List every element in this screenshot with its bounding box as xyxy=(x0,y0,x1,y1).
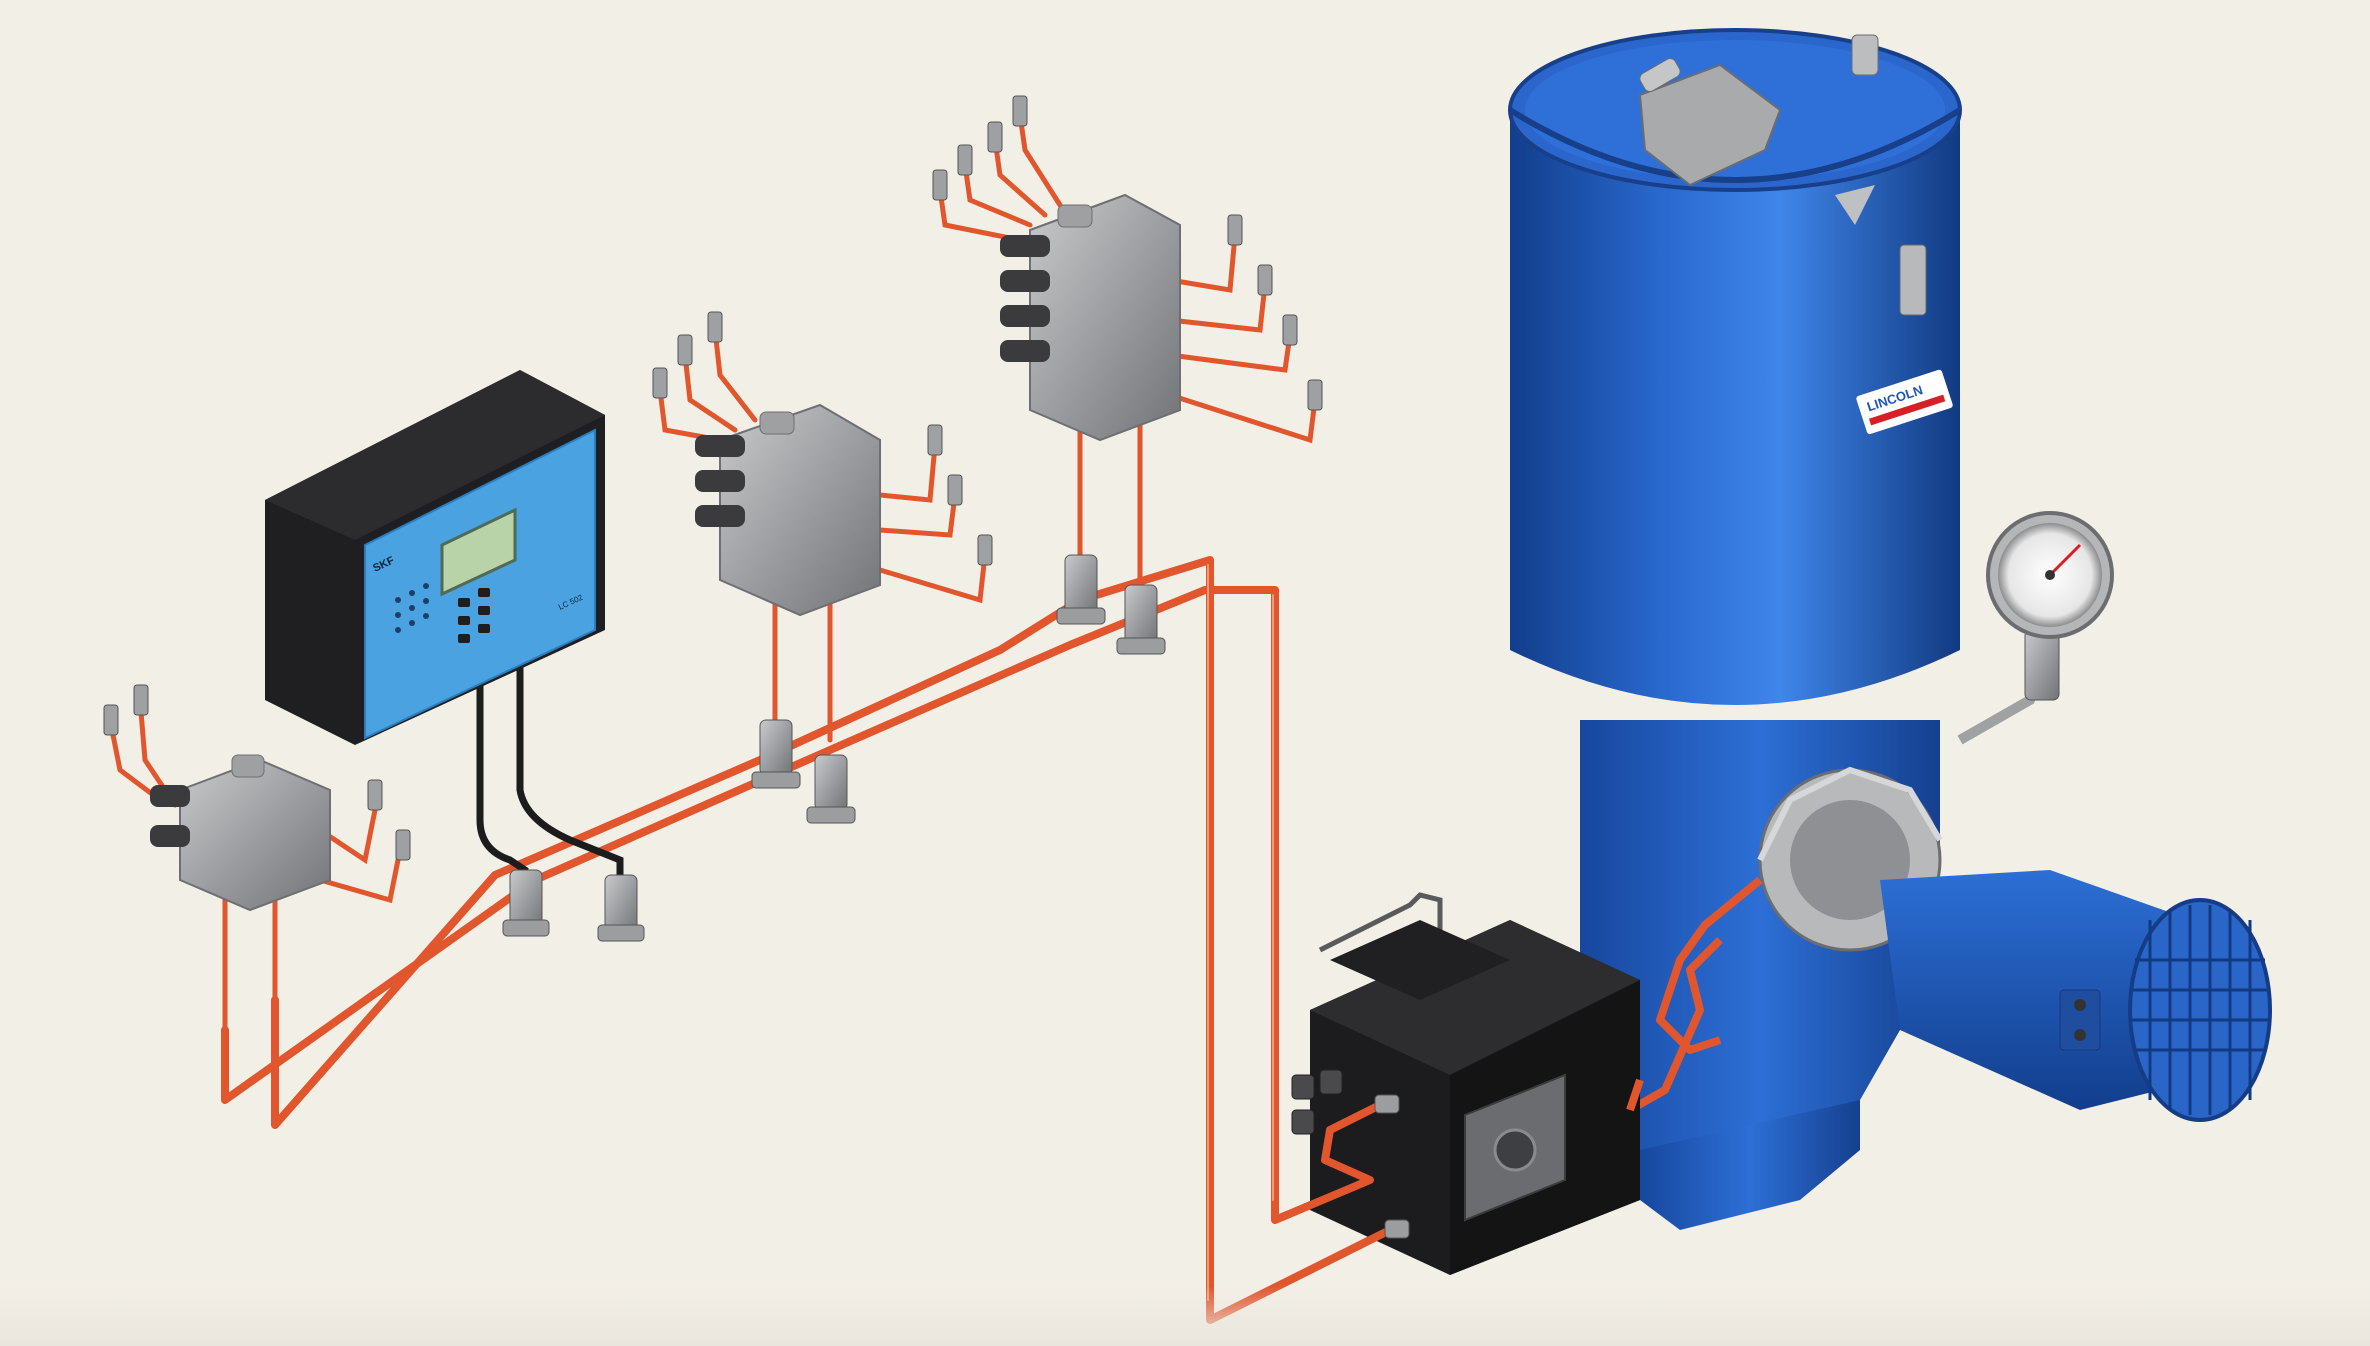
pump-unit: LINCOLN xyxy=(1508,28,2272,1230)
metering-valve-2 xyxy=(652,311,993,824)
sensor-connector-2 xyxy=(597,874,645,942)
bottom-shadow xyxy=(0,1286,2370,1346)
metering-valve-1 xyxy=(103,684,411,1033)
main-line-2 xyxy=(271,556,1394,1324)
pressure-gauge xyxy=(1957,511,2114,745)
main-line-1 xyxy=(221,586,1374,1224)
reversing-valve xyxy=(1208,892,1644,1324)
controller: SKF LC 502 xyxy=(265,370,624,880)
metering-valve-3 xyxy=(932,95,1323,655)
electric-motor xyxy=(1880,870,2272,1122)
main-line-highlights xyxy=(1207,564,1274,1301)
sensor-connector-1 xyxy=(502,869,550,937)
